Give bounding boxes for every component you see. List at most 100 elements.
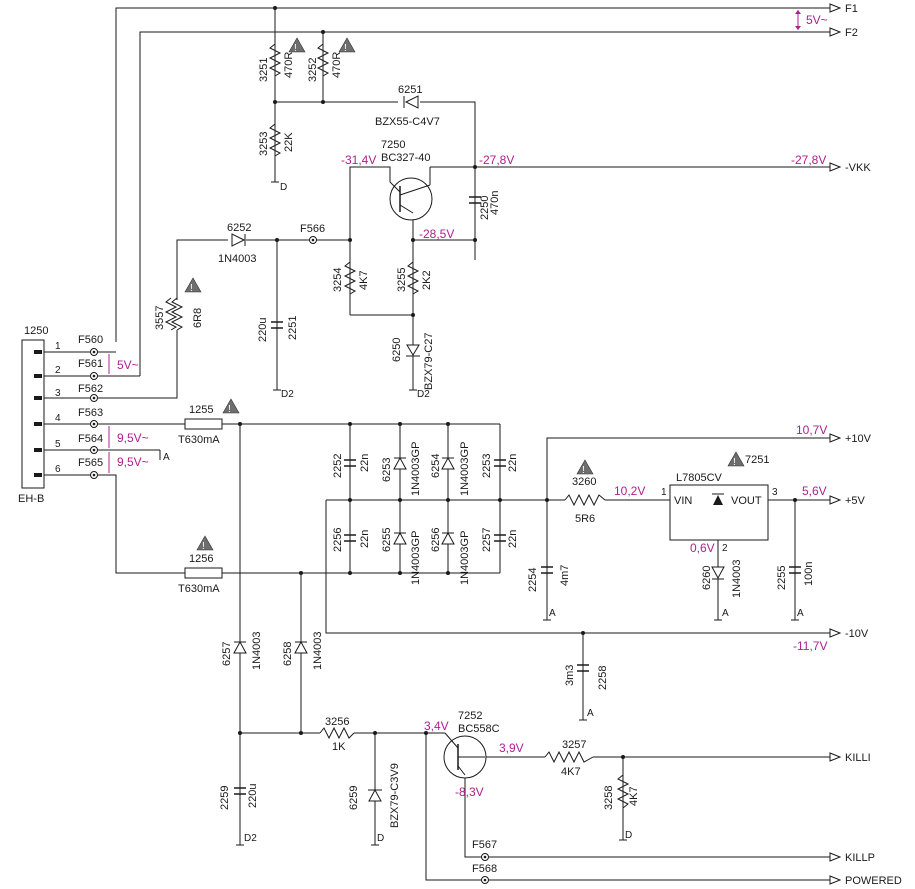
gnd-a-2254: A (549, 608, 556, 619)
gnd-d2-2251: D2 (281, 389, 294, 400)
resistor-3260 (564, 493, 606, 507)
warning-icon-3260: ! (576, 459, 594, 476)
d6252-val: 1N4003 (218, 253, 257, 265)
warning-icon-1256: ! (196, 535, 214, 552)
warning-icons: ! ! ! ! ! ! ! (184, 37, 745, 552)
v-p06: 0,6V (690, 541, 715, 555)
net-powered: POWERED (845, 875, 902, 887)
d6258-val: 1N4003 (312, 631, 324, 670)
r3257-ref: 3257 (562, 739, 586, 751)
tp-f564: F564 (78, 433, 103, 445)
c2254-val: 4m7 (559, 565, 571, 586)
r3254-val: 4K7 (358, 270, 370, 290)
tp-f561: F561 (78, 358, 103, 370)
resistor-3254 (343, 261, 357, 295)
resistor-3557 (170, 297, 184, 331)
r3557-ref: 3557 (154, 306, 166, 330)
q7252-val: BC558C (458, 723, 500, 735)
svg-text:!: ! (733, 457, 736, 468)
d6256-ref: 6256 (430, 528, 442, 552)
pin-3: 3 (55, 388, 61, 399)
d6254-ref: 6254 (430, 454, 442, 478)
svg-text:!: ! (344, 43, 347, 54)
transistor-7250: 7250 BC327-40 (381, 139, 433, 221)
c2259-ref: 2259 (219, 786, 231, 810)
d6257-ref: 6257 (221, 642, 233, 666)
pin-2: 2 (55, 365, 61, 376)
gnd-a-6260: A (722, 608, 729, 619)
d6252-ref: 6252 (227, 222, 251, 234)
v-m278b: -27,8V (791, 153, 826, 167)
d6254-val: 1N4003GP (459, 442, 471, 496)
r3251-ref: 3251 (258, 58, 270, 82)
d6259-val: BZX79-C3V9 (389, 763, 401, 828)
q7250-ref: 7250 (381, 139, 405, 151)
v-p34: 3,4V (424, 719, 449, 733)
r3256-val: 1K (332, 741, 346, 753)
v-m278a: -27,8V (479, 153, 514, 167)
v-m117: -11,7V (793, 639, 827, 653)
gnd-d-top: D (280, 182, 287, 193)
net-killi: KILLI (845, 752, 871, 764)
d6256-val: 1N4003GP (459, 531, 471, 585)
r3260-val: 5R6 (575, 513, 595, 525)
c2252-ref: 2252 (332, 454, 344, 478)
u7251-vout: VOUT (731, 495, 762, 507)
c2252-val: 22n (359, 454, 371, 472)
v-p107: 10,7V (796, 423, 827, 437)
wires (44, 7, 830, 881)
net-outputs: F1 F2 -VKK +10V +5V -10V KILLI KILLP POW… (829, 3, 902, 887)
v-95vac-b: 9,5V~ (117, 455, 149, 469)
resistors (164, 43, 630, 809)
net-vkk: -VKK (845, 162, 871, 174)
v-p102: 10,2V (614, 484, 645, 498)
r3258-val: 4K7 (628, 786, 640, 806)
tp-f567: F567 (472, 839, 497, 851)
r3254-ref: 3254 (332, 268, 344, 292)
v-p39: 3,9V (499, 741, 524, 755)
gnd-d2-6250: D2 (417, 389, 430, 400)
resistor-3256 (319, 726, 355, 740)
r3557-val: 6R8 (192, 308, 204, 328)
d6250-val: BZX79-C27 (423, 333, 435, 390)
q7250-val: BC327-40 (381, 152, 431, 164)
r3255-ref: 3255 (396, 268, 408, 292)
c2250-val: 470n (489, 191, 501, 215)
transistor-7252: 7252 BC558C (443, 710, 500, 779)
resistor-3255 (406, 261, 420, 295)
resistor-3258 (616, 774, 630, 809)
resistor-3257 (544, 750, 594, 764)
svg-text:!: ! (294, 43, 297, 54)
tp-f563: F563 (78, 407, 103, 419)
test-points: F560 F561 F562 F563 F564 F565 F566 F567 … (78, 223, 497, 884)
net-killp: KILLP (845, 852, 875, 864)
v-5vac-pin: 5V~ (117, 358, 139, 372)
pin-4: 4 (55, 413, 61, 424)
r3260-ref: 3260 (572, 476, 596, 488)
pin-1: 1 (55, 341, 61, 352)
gnd-a-2258: A (587, 708, 594, 719)
d6260-ref: 6260 (701, 566, 713, 590)
r3257-val: 4K7 (561, 766, 581, 778)
svg-text:!: ! (228, 404, 231, 415)
svg-text:!: ! (582, 465, 585, 476)
u7251-val: L7805CV (676, 472, 723, 484)
junction-dots (238, 6, 797, 759)
fuse-1256-ref: 1256 (189, 553, 213, 565)
connector-type: EH-B (18, 493, 44, 505)
c2257-ref: 2257 (481, 528, 493, 552)
v-5vac-f: 5V~ (806, 13, 828, 27)
c2256-ref: 2256 (332, 528, 344, 552)
d6253-ref: 6253 (381, 458, 393, 482)
resistor-3557-b (164, 297, 178, 331)
u7251-vin: VIN (674, 495, 692, 507)
gnd-d-6259: D (377, 833, 384, 844)
c2258-val: 3m3 (564, 665, 576, 686)
warning-icon-7251: ! (727, 451, 745, 468)
gnd-d2-2259: D2 (244, 833, 257, 844)
net-f1: F1 (845, 3, 858, 15)
v-m285: -28,5V (419, 227, 454, 241)
gnd-a-pin5: A (163, 452, 170, 463)
d6258-ref: 6258 (282, 642, 294, 666)
c2251-val: 220u (257, 318, 269, 342)
